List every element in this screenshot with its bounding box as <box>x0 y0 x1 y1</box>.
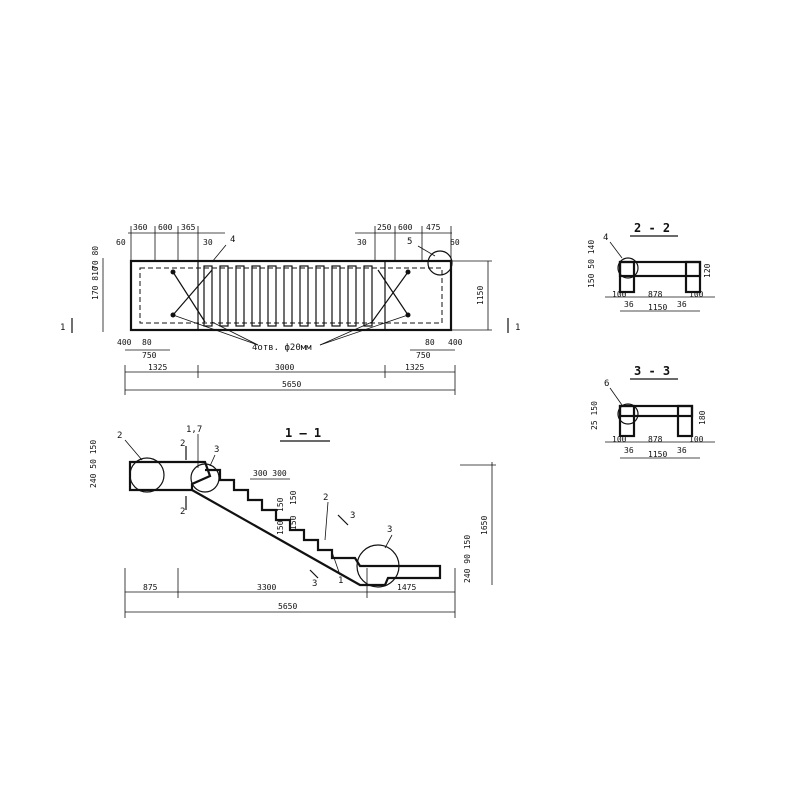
hole-marker <box>405 269 411 275</box>
dim-label: 240 50 150 <box>89 440 98 488</box>
dim-label: 150 50 140 <box>587 240 596 288</box>
callout: 4 <box>603 233 608 243</box>
dim-label: 100 <box>689 435 704 444</box>
dim-label: 1325 <box>405 363 424 372</box>
dim-label: 1150 <box>648 303 667 312</box>
dim-label: 30 <box>203 238 213 247</box>
dim-label: 250 <box>377 223 392 232</box>
dim-label: 5650 <box>278 602 297 611</box>
dim-label: 150 <box>289 515 298 530</box>
dim-label: 400 <box>117 338 132 347</box>
plan-view: 4отв. ф20мм 360 600 365 30 250 600 475 6… <box>60 223 520 395</box>
callout: 1,7 <box>186 425 202 435</box>
callout: 1 <box>338 576 343 586</box>
dim-label: 100 <box>689 290 704 299</box>
section-3-3: 3 - 3 6 25 150 180 100 878 100 36 36 115… <box>590 364 715 459</box>
dim-label: 750 <box>416 351 431 360</box>
dim-label: 80 <box>425 338 435 347</box>
hole-marker <box>170 269 176 275</box>
dim-label: 1650 <box>480 516 489 535</box>
callout-5: 5 <box>407 237 412 247</box>
dim-label: 100 <box>612 290 627 299</box>
section-mark: 2 <box>180 439 185 449</box>
dim-label: 600 <box>398 223 413 232</box>
detail-circle-3 <box>190 463 220 493</box>
dim-label: 1150 <box>476 286 485 305</box>
dim-label: 3000 <box>275 363 294 372</box>
dim-label: 36 <box>677 446 687 455</box>
plan-outline <box>129 259 453 332</box>
dim-label: 70 80 <box>91 246 100 270</box>
dim-label: 1325 <box>148 363 167 372</box>
section-title: 2 - 2 <box>634 221 670 235</box>
dim-label: 36 <box>677 300 687 309</box>
section-mark: 1 <box>60 323 65 333</box>
dim-label: 475 <box>426 223 441 232</box>
callout: 3 <box>214 445 219 455</box>
dim-label: 150 <box>289 490 298 505</box>
dim-label: 240 90 150 <box>463 535 472 583</box>
dim-label: 3300 <box>257 583 276 592</box>
dim-label: 360 <box>133 223 148 232</box>
callout-4: 4 <box>230 235 235 245</box>
dim-label: 300 300 <box>253 469 287 478</box>
plan-steps <box>203 265 373 327</box>
dim-label: 180 <box>698 410 707 425</box>
dim-label: 30 <box>357 238 367 247</box>
holes-note: 4отв. ф20мм <box>252 343 312 353</box>
dim-label: 100 <box>612 435 627 444</box>
dim-label: 5650 <box>282 380 301 389</box>
detail-circle-5 <box>427 250 453 276</box>
callout: 2 <box>117 431 122 441</box>
dim-label: 170 810 <box>91 266 100 300</box>
dim-label: 80 <box>142 338 152 347</box>
dim-label: 1150 <box>648 450 667 459</box>
callout: 6 <box>604 379 609 389</box>
section-mark: 1 <box>515 323 520 333</box>
dim-label: 878 <box>648 290 663 299</box>
dim-label: 400 <box>448 338 463 347</box>
detail-circle-2 <box>129 457 165 493</box>
plan-inner-outline <box>139 267 443 324</box>
dim-label: 600 <box>158 223 173 232</box>
dim-label: 120 <box>703 263 712 278</box>
dim-label: 36 <box>624 446 634 455</box>
dim-label: 60 <box>450 238 460 247</box>
section-mark: 2 <box>180 507 185 517</box>
section-2-2: 2 - 2 4 150 50 140 120 100 878 100 36 36… <box>587 221 715 312</box>
callout: 2 <box>323 493 328 503</box>
dim-label: 875 <box>143 583 158 592</box>
dim-label: 36 <box>624 300 634 309</box>
dim-label: 150 <box>276 497 285 512</box>
section-mark: 3 <box>350 511 355 521</box>
dim-label: 1475 <box>397 583 416 592</box>
section-1-1: 1 — 1 2 3 1,7 3 2 1 2 2 3 3 300 300 <box>89 425 496 618</box>
dim-label: 150 <box>276 520 285 535</box>
dim-label: 25 150 <box>590 401 599 430</box>
detail-circle-3b <box>356 544 400 588</box>
dim-label: 365 <box>181 223 196 232</box>
stair-flight <box>191 468 442 587</box>
dim-label: 878 <box>648 435 663 444</box>
section-mark: 3 <box>312 579 317 589</box>
callout: 3 <box>387 525 392 535</box>
section-title: 3 - 3 <box>634 364 670 378</box>
section-title: 1 — 1 <box>285 426 321 440</box>
dim-label: 750 <box>142 351 157 360</box>
dim-label: 60 <box>116 238 126 247</box>
